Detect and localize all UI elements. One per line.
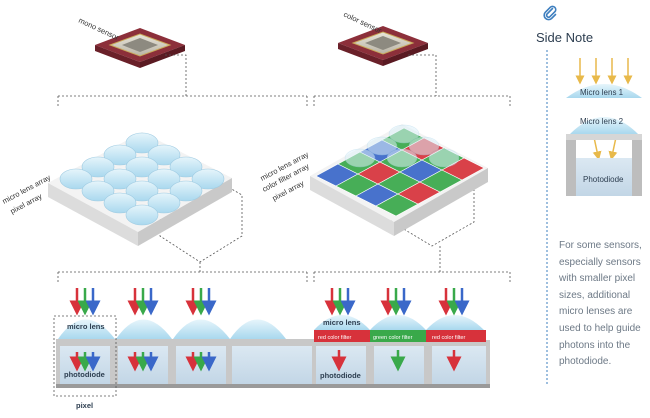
side-note-illustration: [563, 50, 645, 200]
side-note-body: For some sensors, especially sensors wit…: [559, 240, 642, 368]
red-filter-label-1: red color filter: [318, 335, 351, 341]
mono-light-arrows: [69, 288, 217, 372]
color-filter-array: [310, 124, 488, 236]
paperclip-icon: [543, 5, 557, 21]
side-lens1-label: Micro lens 1: [580, 88, 624, 97]
mono-micro-lens-label: micro lens: [67, 322, 105, 331]
color-sensor-chip: [338, 26, 428, 66]
mono-lens-array: [48, 132, 232, 246]
mono-sensor-label: mono sensor: [77, 16, 121, 43]
color-light-arrows: [324, 288, 470, 372]
side-photodiode-label: Photodiode: [583, 175, 624, 184]
side-note-title: Side Note: [536, 30, 594, 45]
color-sensor-label: color sensor: [342, 10, 383, 36]
mono-photodiode-label: photodiode: [64, 370, 105, 379]
green-filter-label: green color filter: [373, 335, 413, 341]
red-filter-label-2: red color filter: [432, 335, 465, 341]
mono-leader-lines: [57, 54, 308, 284]
mono-pixel-label: pixel: [76, 401, 93, 410]
color-photodiode-label: photodiode: [320, 371, 361, 380]
mono-sensor-chip: [95, 28, 185, 68]
side-lens2-label: Micro lens 2: [580, 117, 624, 126]
color-detail: [312, 315, 490, 388]
color-micro-lens-label: micro lens: [323, 318, 361, 327]
